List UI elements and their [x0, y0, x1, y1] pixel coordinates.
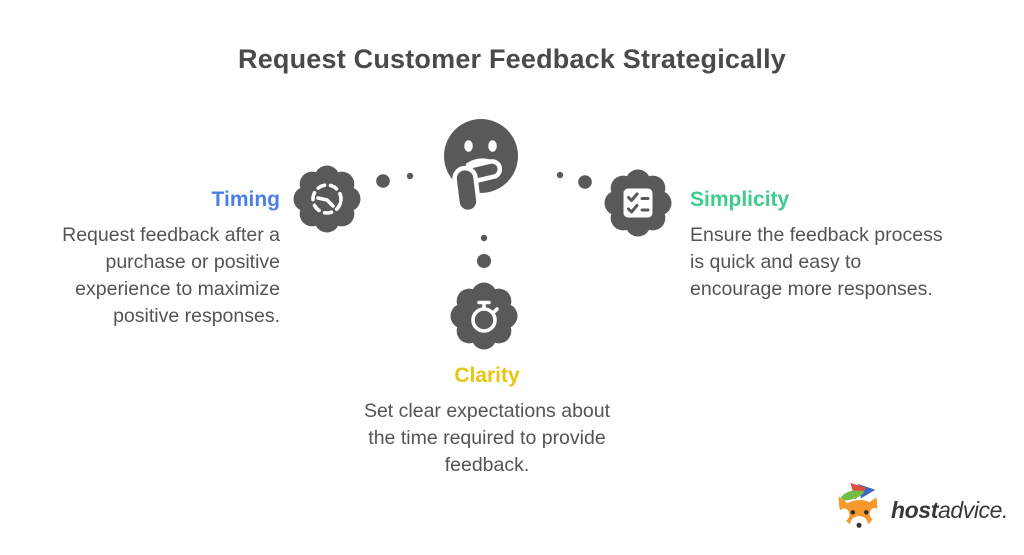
timing-label: Timing: [211, 188, 280, 211]
clarity-label: Clarity: [454, 364, 520, 387]
thinking-face-icon: [435, 112, 527, 224]
concept-block-simplicity: Simplicity Ensure the feedback process i…: [690, 188, 1000, 303]
logo-word-host: host: [891, 497, 938, 523]
concept-block-clarity: Clarity Set clear expectations about the…: [317, 364, 657, 479]
hostadvice-wordmark: hostadvice.: [891, 497, 1008, 524]
clock-icon: [291, 163, 363, 235]
clarity-description: Set clear expectations about the time re…: [363, 400, 611, 476]
stopwatch-icon: [448, 280, 520, 352]
simplicity-description: Ensure the feedback process is quick and…: [690, 224, 943, 300]
logo-word-advice: advice.: [937, 497, 1009, 523]
simplicity-label: Simplicity: [690, 188, 790, 211]
fox-mascot-icon: [831, 483, 889, 538]
hostadvice-logo: hostadvice.: [831, 483, 1008, 538]
page-title: Request Customer Feedback Strategically: [238, 44, 786, 74]
timing-description: Request feedback after a purchase or pos…: [62, 224, 280, 327]
checklist-icon: [602, 167, 674, 239]
concept-block-timing: Timing Request feedback after a purchase…: [0, 188, 280, 330]
